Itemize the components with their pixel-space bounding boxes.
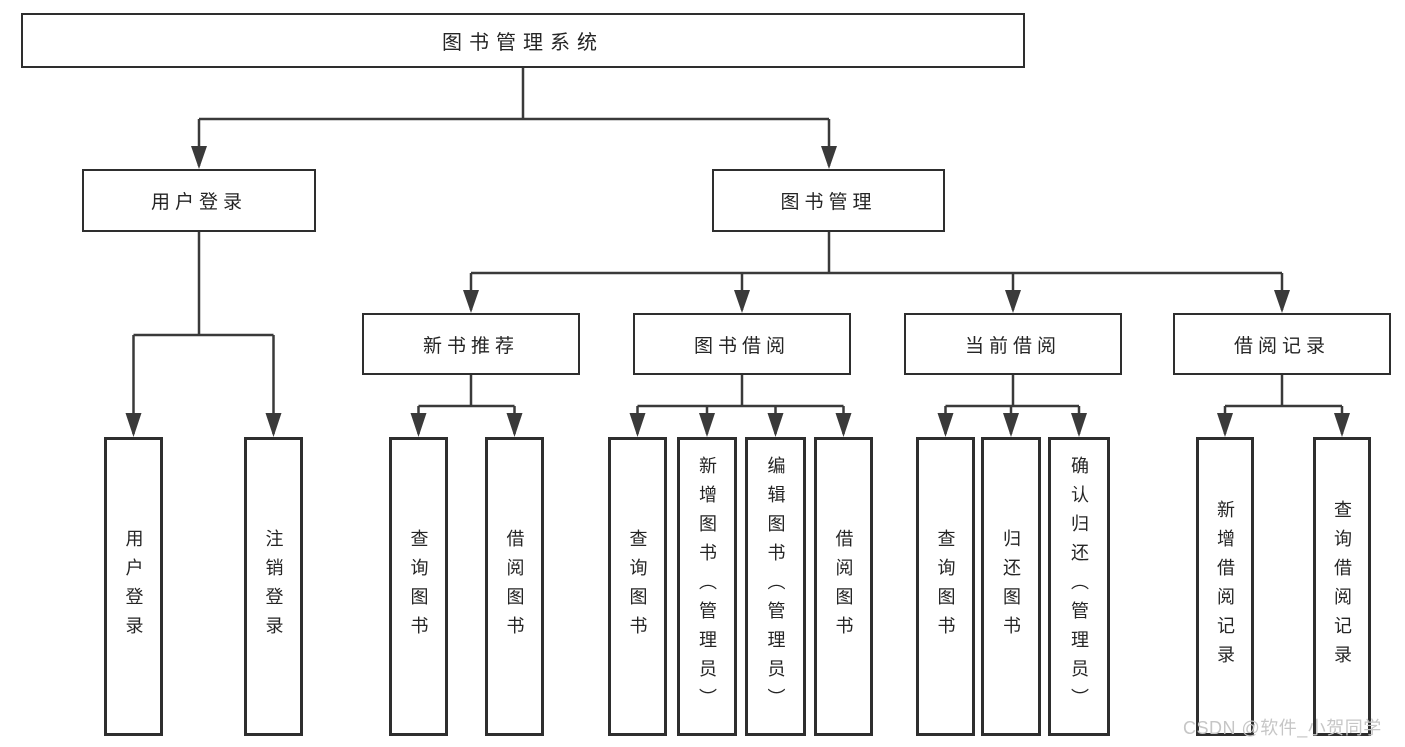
node-current-borrow: 当前借阅	[904, 313, 1122, 375]
node-leaf-user-login-label: 用户登录	[123, 528, 144, 645]
node-leaf-query-books-current-label: 查询图书	[935, 528, 956, 645]
node-root-label: 图书管理系统	[442, 32, 604, 54]
node-leaf-edit-books-admin: 编辑图书（管理员）	[745, 437, 806, 736]
node-book-management: 图书管理	[712, 169, 945, 232]
node-leaf-user-login: 用户登录	[104, 437, 163, 736]
node-leaf-edit-books-admin-label: 编辑图书（管理员）	[765, 456, 786, 717]
connector-userlogin-to-leaves	[125, 232, 282, 437]
node-leaf-query-books-current: 查询图书	[916, 437, 975, 736]
node-user-login: 用户登录	[82, 169, 316, 232]
node-leaf-return-books: 归还图书	[981, 437, 1041, 736]
node-current-borrow-label: 当前借阅	[964, 335, 1061, 357]
connector-bookborrow-to-leaves	[629, 375, 852, 437]
node-leaf-borrow-books: 借阅图书	[814, 437, 873, 736]
node-leaf-return-books-label: 归还图书	[1001, 528, 1021, 645]
node-book-management-label: 图书管理	[780, 192, 877, 213]
node-leaf-query-books-recommend-label: 查询图书	[408, 528, 429, 645]
node-leaf-query-borrow-record-label: 查询借阅记录	[1332, 499, 1352, 674]
node-leaf-add-borrow-record-label: 新增借阅记录	[1215, 499, 1235, 674]
node-leaf-query-books-borrow: 查询图书	[608, 437, 667, 736]
node-borrow-records-label: 借阅记录	[1233, 335, 1330, 357]
node-leaf-logout-label: 注销登录	[263, 528, 284, 645]
node-leaf-confirm-return-admin-label: 确认归还（管理员）	[1069, 456, 1089, 717]
node-leaf-add-borrow-record: 新增借阅记录	[1196, 437, 1254, 736]
node-leaf-borrow-books-label: 借阅图书	[833, 528, 854, 645]
node-leaf-borrow-books-recommend: 借阅图书	[485, 437, 544, 736]
connector-bookmgmt-to-level3	[463, 232, 1290, 313]
connector-currentborrow-to-leaves	[937, 375, 1087, 437]
node-leaf-add-books-admin-label: 新增图书（管理员）	[697, 456, 717, 717]
node-new-book-recommend: 新书推荐	[362, 313, 580, 375]
node-book-borrow: 图书借阅	[633, 313, 851, 375]
node-book-borrow-label: 图书借阅	[693, 335, 790, 357]
connector-recommend-to-leaves	[410, 375, 523, 437]
node-leaf-logout: 注销登录	[244, 437, 303, 736]
node-new-book-recommend-label: 新书推荐	[422, 335, 519, 357]
node-leaf-query-books-recommend: 查询图书	[389, 437, 448, 736]
node-leaf-borrow-books-recommend-label: 借阅图书	[504, 528, 525, 645]
node-leaf-confirm-return-admin: 确认归还（管理员）	[1048, 437, 1110, 736]
connector-records-to-leaves	[1217, 375, 1350, 437]
node-borrow-records: 借阅记录	[1173, 313, 1391, 375]
node-leaf-add-books-admin: 新增图书（管理员）	[677, 437, 737, 736]
node-root: 图书管理系统	[21, 13, 1025, 68]
csdn-watermark: CSDN @软件_小贺同学	[1183, 718, 1382, 738]
node-user-login-label: 用户登录	[150, 192, 247, 213]
node-leaf-query-books-borrow-label: 查询图书	[627, 528, 648, 645]
connector-root-to-level2	[191, 68, 837, 169]
node-leaf-query-borrow-record: 查询借阅记录	[1313, 437, 1371, 736]
